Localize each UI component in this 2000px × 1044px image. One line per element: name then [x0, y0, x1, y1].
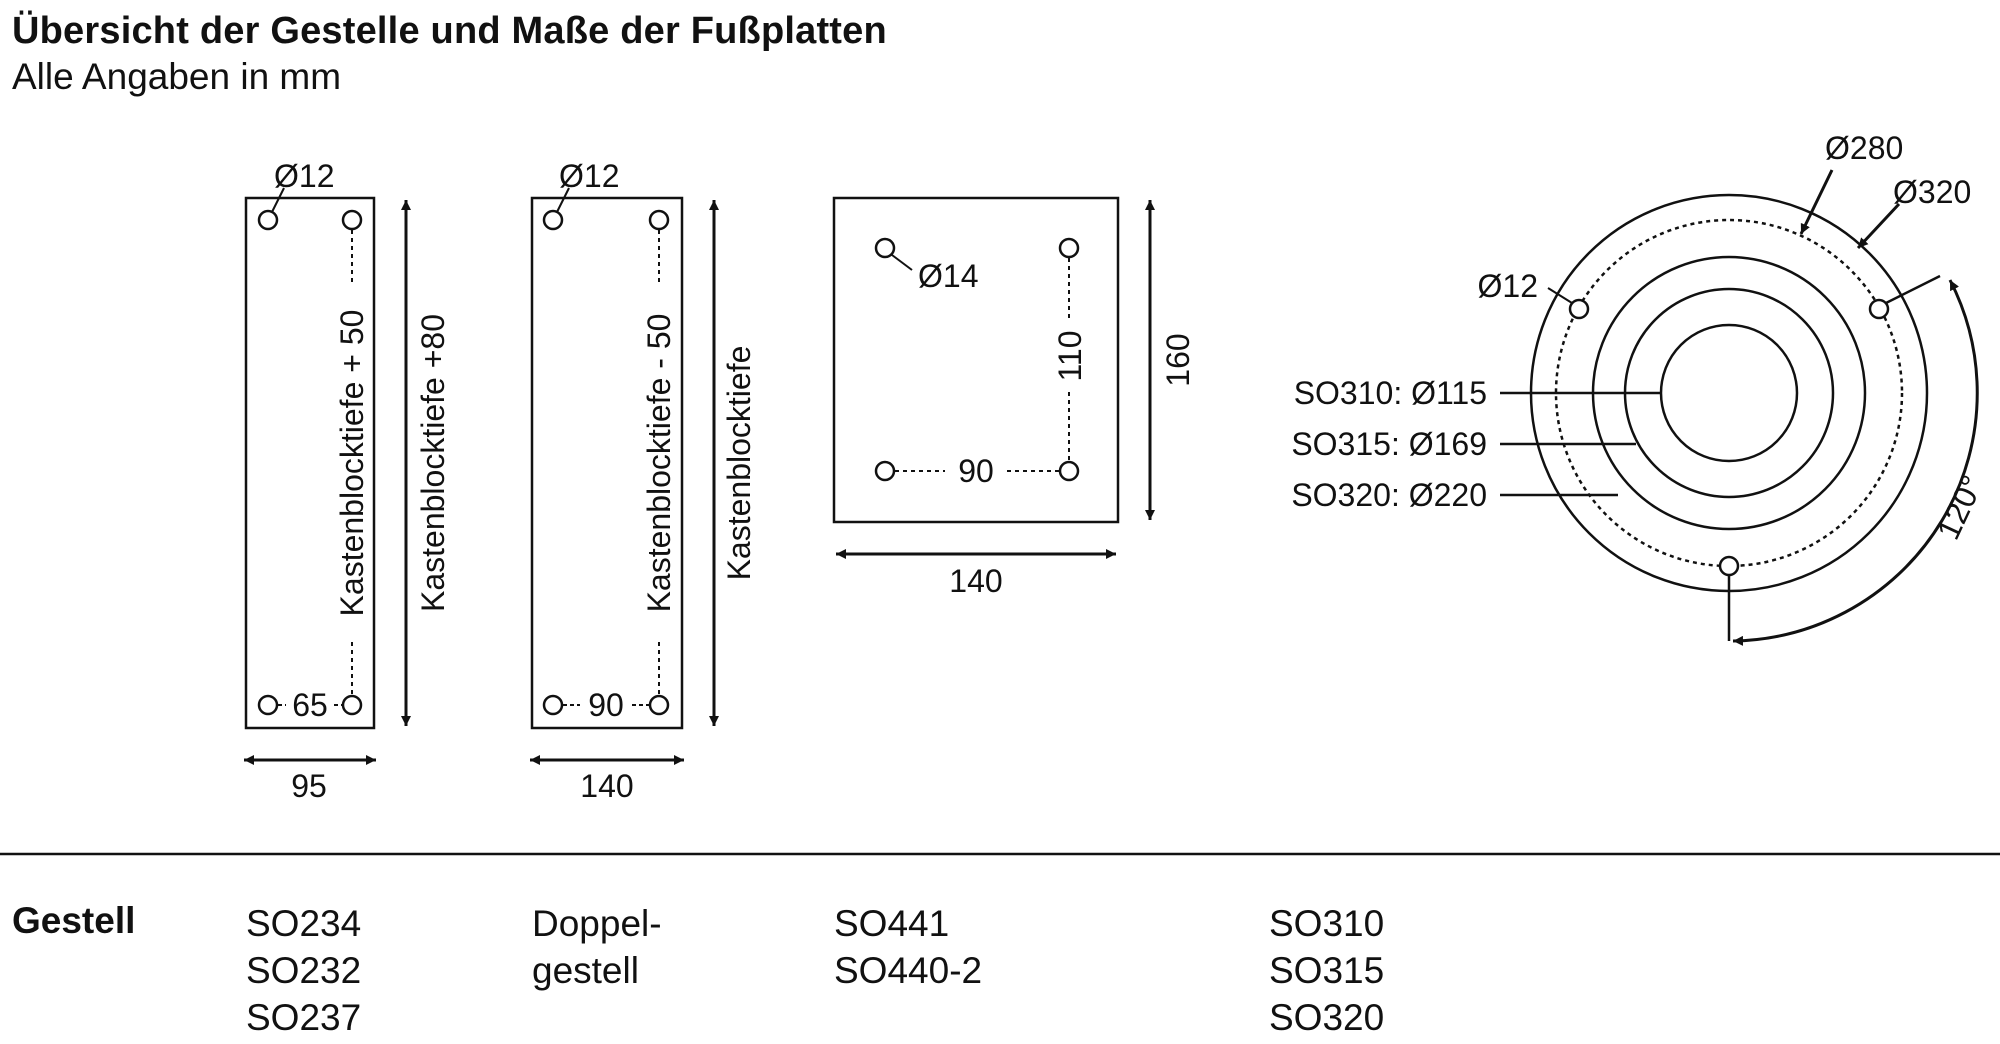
- plate-1-hole-label: Ø12: [274, 158, 334, 194]
- gestell-column-3: SO441 SO440-2: [834, 900, 982, 994]
- plate-4-ring3-label: SO320: Ø220: [1291, 477, 1487, 513]
- plate-3-width-label: 140: [949, 563, 1002, 599]
- plate-1-width-label: 95: [291, 768, 327, 804]
- gestell-column-4: SO310 SO315 SO320: [1269, 900, 1384, 1041]
- gestell-item: SO320: [1269, 997, 1385, 1038]
- page-title: Übersicht der Gestelle und Maße der Fußp…: [12, 10, 887, 52]
- gestell-item: SO234: [246, 903, 362, 944]
- plate-2-width-label: 140: [580, 768, 633, 804]
- plate-2-hole-top-left: [542, 209, 564, 231]
- plate-2: Ø12 Kastenblocktiefe - 50 90 Kastenblock…: [530, 158, 757, 804]
- plate-1-spacing-label: 65: [292, 687, 328, 723]
- plate-1-hole-leader: [271, 187, 285, 213]
- plate-1-hole-top-left: [257, 209, 279, 231]
- plate-2-height-label: Kastenblocktiefe: [721, 346, 757, 581]
- plate-2-hole-label: Ø12: [559, 158, 619, 194]
- plate-4-hole-right: [1868, 298, 1890, 320]
- plate-3-horizontal-label: 90: [958, 453, 994, 489]
- plate-3-hole-leader: [891, 254, 913, 271]
- plate-2-outline: [530, 196, 684, 730]
- gestell-label: Gestell: [12, 900, 136, 941]
- plate-4-ring1-label: SO310: Ø115: [1294, 375, 1487, 411]
- plate-2-inner-label: Kastenblocktiefe - 50: [641, 314, 677, 613]
- gestell-item: SO237: [246, 997, 362, 1038]
- plate-2-spacing-label: 90: [588, 687, 624, 723]
- plate-3-hole-bottom-left: [874, 460, 896, 482]
- gestell-column-1: SO234 SO232 SO237: [246, 900, 361, 1041]
- page-subtitle: Alle Angaben in mm: [12, 56, 342, 97]
- plate-4-outer-arrow: [1856, 202, 1901, 250]
- plate-1: Ø12 Kastenblocktiefe + 50 65 Kastenblock…: [244, 158, 451, 804]
- gestell-item: SO315: [1269, 950, 1385, 991]
- plate-4-ring2-label: SO315: Ø169: [1291, 426, 1487, 462]
- plate-4-ring-so310: [1659, 323, 1799, 463]
- plate-2-hole-bottom-left: [542, 694, 564, 716]
- plate-4-hole-label: Ø12: [1478, 268, 1538, 304]
- plate-4-hole-right-leader: [1885, 274, 1941, 305]
- gestell-item: SO310: [1269, 903, 1385, 944]
- plate-1-hole-bottom-left: [257, 694, 279, 716]
- gestell-item: SO232: [246, 950, 362, 991]
- plate-3-hole-label: Ø14: [918, 258, 978, 294]
- plate-2-hole-bottom-right: [648, 694, 670, 716]
- plate-3: Ø14 110 90 160 140: [832, 196, 1196, 599]
- plate-1-outline: [244, 196, 376, 730]
- plate-3-height-label: 160: [1160, 333, 1196, 386]
- plate-1-hole-bottom-right: [341, 694, 363, 716]
- plate-4-hole-left: [1568, 298, 1590, 320]
- plate-4-angle-label: 120°: [1930, 470, 1991, 545]
- plate-2-hole-leader: [556, 187, 570, 213]
- plate-4-pitch-arrow: [1799, 169, 1834, 235]
- gestell-item: gestell: [532, 950, 639, 991]
- plate-1-hole-top-right: [341, 209, 363, 231]
- plate-4-outer-label: Ø320: [1893, 174, 1971, 210]
- gestell-item: SO440-2: [834, 950, 983, 991]
- plate-4-hole-leader: [1547, 287, 1573, 304]
- plate-3-hole-top-left: [874, 237, 896, 259]
- gestell-item: SO441: [834, 903, 950, 944]
- plate-2-hole-top-right: [648, 209, 670, 231]
- plate-3-hole-bottom-right: [1058, 460, 1080, 482]
- plate-4-angle-arc: [1732, 279, 1979, 646]
- plate-3-outline: [832, 196, 1120, 524]
- gestell-item: Doppel-: [532, 903, 662, 944]
- plate-4-hole-bottom: [1718, 555, 1740, 577]
- plate-3-vertical-label: 110: [1052, 330, 1088, 381]
- plate-3-hole-top-right: [1058, 237, 1080, 259]
- plate-1-inner-label: Kastenblocktiefe + 50: [334, 310, 370, 617]
- plate-1-height-label: Kastenblocktiefe +80: [415, 314, 451, 612]
- plate-4-pitch-label: Ø280: [1825, 130, 1903, 166]
- plate-4: Ø12 Ø280 Ø320 SO310: Ø115 SO315: Ø169 SO…: [1291, 130, 1991, 646]
- gestell-column-2: Doppel- gestell: [532, 900, 662, 994]
